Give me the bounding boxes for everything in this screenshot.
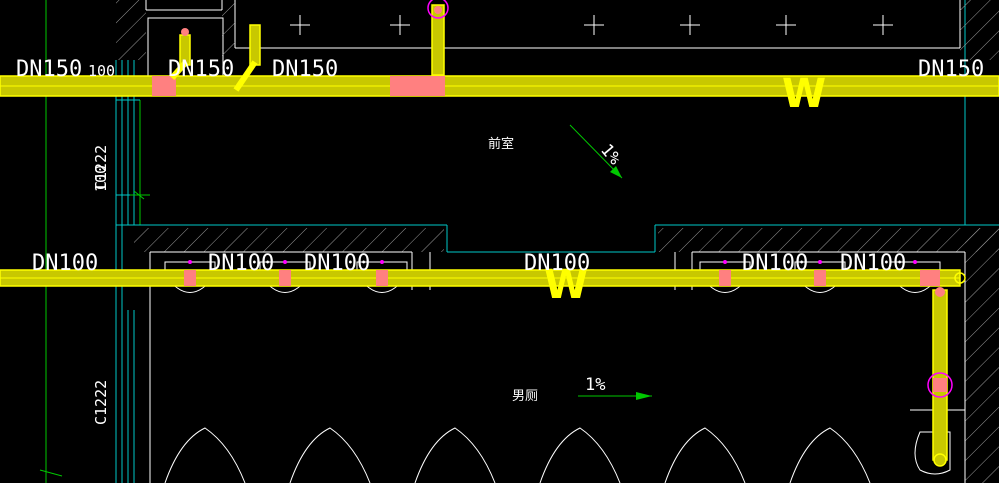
hatch-wall-top-left xyxy=(116,0,146,60)
pipe-label-top-mid-1: DN150 xyxy=(168,57,234,82)
floor-drain-fixture xyxy=(914,431,951,475)
grid-cross-marks xyxy=(290,15,893,35)
pipe-label-top-right: DN150 xyxy=(918,57,984,82)
dim-label-100-side: 100 xyxy=(92,165,110,192)
pipe-label-top-mid-2: DN150 xyxy=(272,57,338,82)
lower-vertical-pipe xyxy=(927,272,966,467)
hatch-wall-right-column xyxy=(965,228,999,483)
slope-arrow-upper xyxy=(610,166,622,178)
room-label-mens-toilet: 男厕 xyxy=(512,389,538,404)
dim-label-100-top: 100 xyxy=(88,62,115,80)
pipe-label-bottom-4: DN100 xyxy=(840,251,906,276)
riser-cap-2 xyxy=(434,6,442,14)
riser-cap-1 xyxy=(181,28,189,36)
urinal-drain-points xyxy=(188,260,917,264)
slope-label-lower: 1% xyxy=(585,375,605,395)
room-label-front-room: 前室 xyxy=(488,136,514,152)
hatch-wall-lower-left xyxy=(134,228,444,252)
drain-mark-lower: W xyxy=(544,262,588,308)
door-swing-arcs xyxy=(164,427,871,483)
pipe-label-top-left: DN150 xyxy=(16,57,82,82)
riser-marker-top xyxy=(427,0,449,19)
dim-label-c1222-top: C1222 xyxy=(92,145,110,190)
hatch-wall-top-mid xyxy=(222,0,235,60)
upper-main-pipe xyxy=(0,75,999,97)
hatch-wall-lower-right xyxy=(658,228,999,252)
pipe-label-bottom-3: DN100 xyxy=(742,251,808,276)
drain-mark-upper: W xyxy=(782,71,826,117)
lower-pipe-fittings xyxy=(184,270,940,286)
pipe-label-bottom-2: DN100 xyxy=(304,251,370,276)
upper-branch-elbows xyxy=(169,60,258,92)
dimension-ticks xyxy=(39,190,150,477)
upper-pipe-fittings xyxy=(152,76,445,96)
pipe-label-bottom-1: DN100 xyxy=(208,251,274,276)
upper-risers xyxy=(179,4,445,76)
hatch-wall-top-right xyxy=(960,0,999,60)
dim-label-c1222-bottom: C1222 xyxy=(92,380,110,425)
pipe-label-bottom-left: DN100 xyxy=(32,251,98,276)
slope-arrow-lower xyxy=(636,392,652,400)
pipe-label-bottom-center: DN100 xyxy=(524,251,590,276)
